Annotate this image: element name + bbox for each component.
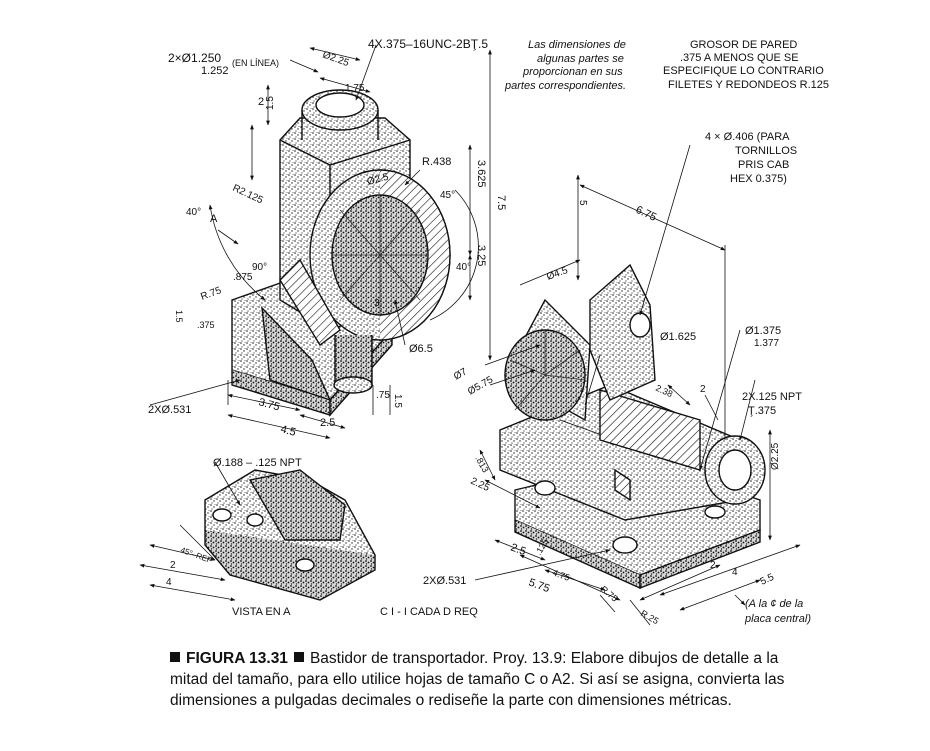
wall-note-4: FILETES Y REDONDEOS R.125: [668, 79, 829, 91]
dim-d175: 1.75: [345, 83, 365, 94]
thread-spec: 4X.375–16UNC-2BŢ.5: [368, 37, 488, 51]
view-a-dimension-lines: [139, 461, 241, 602]
dim-r75: R.75: [199, 285, 223, 303]
npt-top-1: 2X.125 NPT: [742, 391, 802, 403]
dim-d375b: .375: [197, 320, 215, 330]
view-a-part: [204, 469, 376, 601]
dim-a90: 90°: [252, 262, 267, 273]
note-line-1: Las dimensiones de: [528, 39, 626, 51]
npt-top-2: Ţ.375: [748, 405, 776, 417]
bolt-note-1: 4 × Ø.406 (PARA: [705, 131, 790, 143]
dim-a-label: A: [210, 213, 218, 225]
dim-d4: 4: [732, 567, 738, 578]
dim-d2: 2: [258, 96, 264, 108]
dim-d575: Ø5.75: [466, 374, 495, 397]
note-line-3: proporcionan en sus: [522, 66, 623, 78]
dim-a40b: 40°: [456, 262, 471, 273]
caption-bullet-2: [293, 652, 304, 662]
wall-note-2: .375 A MENOS QUE SE: [680, 52, 799, 64]
dim-d225c: 2.5: [509, 542, 527, 559]
dim-d4v: 4: [166, 577, 172, 588]
bolt-note-4: HEX 0.375): [730, 173, 787, 185]
dim-d45: 4.5: [279, 423, 297, 439]
dim-d3625: 3.625: [475, 160, 487, 188]
dim-d55: 5.5: [759, 572, 777, 588]
center-note-2: placa central): [744, 613, 811, 625]
bore-spec-tag: (EN LÍNEA): [232, 58, 279, 68]
dim-d475: 4.75: [551, 567, 571, 582]
wall-note-1: GROSOR DE PARED: [690, 39, 797, 51]
dim-d15c: 1.5: [174, 310, 184, 323]
dim-d15a: 1.5: [265, 96, 276, 110]
wall-note-3: ESPECIFIQUE LO CONTRARIO: [663, 65, 824, 77]
dim-r25: R.25: [639, 608, 660, 626]
main-frame-body: [231, 89, 451, 417]
caption-text: Bastidor de transportador. Proy. 13.9: E…: [170, 650, 785, 709]
dim-d325: 3.25: [475, 245, 487, 266]
bore2-line2: 1.377: [754, 338, 779, 349]
center-note-1: (A la ¢ de la: [745, 598, 803, 610]
dim-d225d: Ø2.25: [770, 442, 781, 470]
right-dimension-lines: [474, 144, 801, 626]
caption-bullet-1: [170, 652, 180, 662]
dim-r75b: R.75: [599, 584, 620, 604]
vista-en-a: VISTA EN A: [232, 606, 291, 618]
dim-d7: Ø7: [452, 366, 469, 382]
note-line-4: partes correspondientes.: [504, 80, 626, 92]
bore2-line1: Ø1.375: [745, 325, 781, 337]
bolt-note-3: PRIS CAB: [738, 159, 789, 171]
dim-d3: 3: [374, 298, 380, 309]
holes-left: 2XØ.531: [148, 404, 191, 416]
left-dimension-lines: [149, 44, 492, 439]
bore-spec-line2: 1.252: [201, 65, 229, 77]
dim-d675: 6.75: [634, 204, 658, 224]
figure-label: FIGURA 13.31: [186, 650, 288, 667]
dim-d2b: 2: [700, 384, 706, 395]
dim-d375: 3.75: [257, 396, 281, 413]
dim-d225b: 2.25: [469, 476, 492, 494]
dim-a45: 45°: [440, 190, 455, 201]
dim-d15b: 1.5: [392, 394, 403, 408]
npt-view-a: Ø.188 – .125 NPT: [213, 457, 302, 469]
bore-spec-line1: 2×Ø1.250: [168, 51, 221, 65]
dim-d238: 2.38: [654, 383, 674, 399]
bolt-note-2: TORNILLOS: [735, 145, 797, 157]
dim-d2c: 2: [710, 560, 716, 571]
dim-d45b: Ø4.5: [545, 265, 570, 283]
dim-d225: Ø2.25: [321, 49, 351, 69]
dim-d2v: 2: [170, 560, 176, 571]
technical-drawing: 2×Ø1.250 1.252 (EN LÍNEA) 4X.375–16UNC-2…: [139, 37, 829, 626]
dim-r438: R.438: [422, 156, 451, 168]
dia-1625: Ø1.625: [660, 331, 696, 343]
dim-d575b: 5.75: [527, 577, 551, 596]
dim-d5: 5: [577, 200, 588, 206]
dim-r2125: R2.125: [231, 183, 265, 207]
dim-a40: 40°: [186, 207, 201, 218]
dim-d25: 2.5: [320, 417, 335, 429]
dim-d813: .813: [473, 454, 490, 474]
dim-d875: .875: [233, 272, 253, 283]
note-line-2: algunas partes se: [537, 53, 624, 65]
dim-d75b: .75: [376, 390, 390, 401]
req-note: C I - I CADA D REQ: [380, 606, 478, 618]
holes-bottom: 2XØ.531: [423, 575, 466, 587]
drawing-labels: 2×Ø1.250 1.252 (EN LÍNEA) 4X.375–16UNC-2…: [148, 37, 829, 626]
dim-d65: Ø6.5: [409, 343, 433, 355]
dim-d75: 7.5: [495, 195, 507, 210]
